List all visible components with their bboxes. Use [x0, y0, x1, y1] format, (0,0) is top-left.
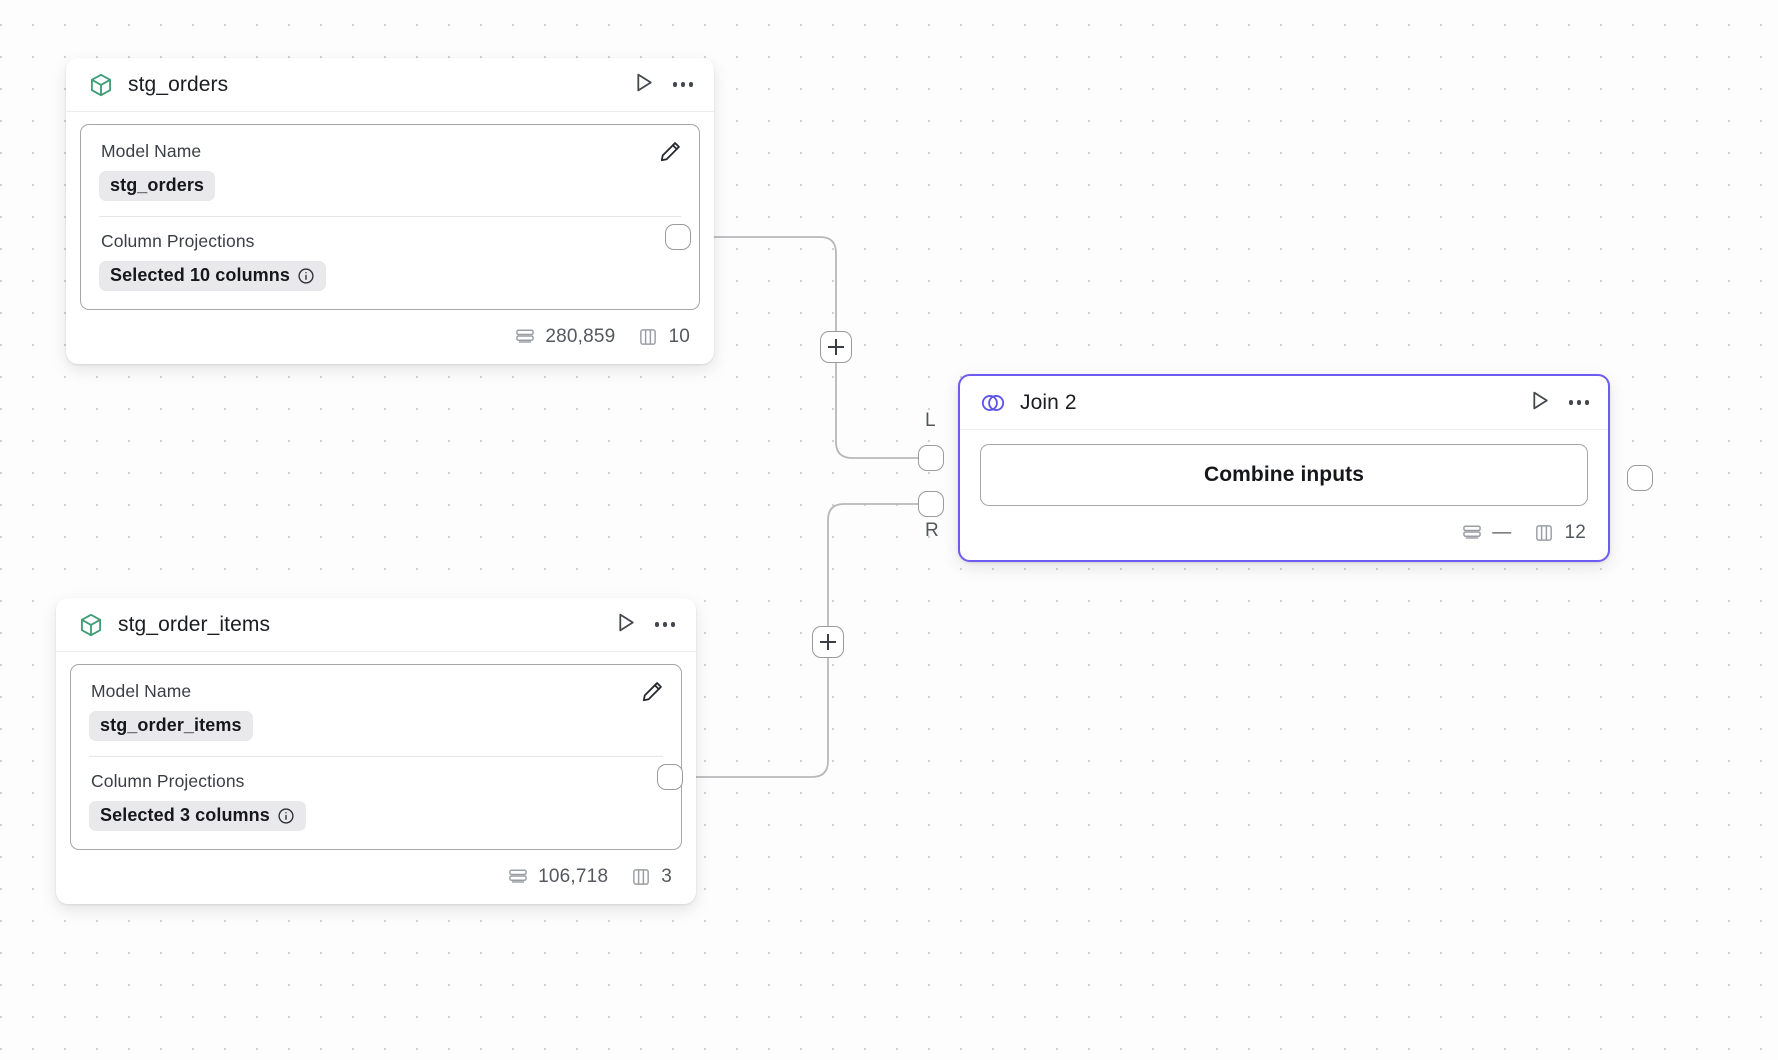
add-node-button-upper[interactable]: [820, 331, 852, 363]
node-header-actions: [1527, 388, 1591, 418]
model-name-label: Model Name: [101, 141, 202, 161]
output-port-stg-orders[interactable]: [665, 224, 691, 250]
column-count-value: 3: [661, 866, 672, 887]
rows-icon: [1461, 522, 1483, 544]
column-projections-text: Selected 3 columns: [100, 805, 270, 825]
model-name-value[interactable]: stg_order_items: [89, 711, 253, 741]
node-footer-stats: 280,859 10: [66, 310, 714, 364]
node-body: Model Name stg_orders Column Projections…: [66, 112, 714, 310]
model-name-text: stg_order_items: [100, 715, 242, 735]
columns-icon: [1533, 522, 1555, 544]
more-options-icon[interactable]: [654, 618, 677, 631]
add-node-button-lower[interactable]: [812, 626, 844, 658]
divider: [99, 216, 681, 217]
node-footer-stats: — 12: [960, 506, 1608, 560]
model-name-label: Model Name: [91, 681, 192, 701]
node-footer-stats: 106,718 3: [56, 850, 696, 904]
column-count-stat: 3: [630, 866, 672, 888]
column-projections-label: Column Projections: [91, 771, 245, 791]
info-icon[interactable]: [277, 807, 295, 825]
row-count-value: 280,859: [545, 326, 616, 347]
node-stg-orders[interactable]: stg_orders Mo: [66, 58, 714, 364]
column-count-stat: 10: [637, 326, 690, 348]
cube-icon: [88, 72, 114, 98]
output-port-stg-order-items[interactable]: [657, 764, 683, 790]
row-count-value: —: [1492, 522, 1512, 543]
node-stg-order-items[interactable]: stg_order_items: [56, 598, 696, 904]
run-icon[interactable]: [631, 70, 656, 100]
edit-pencil-icon[interactable]: [640, 679, 665, 704]
node-title: stg_order_items: [118, 612, 271, 636]
more-options-icon[interactable]: [1568, 396, 1591, 409]
model-name-value[interactable]: stg_orders: [99, 171, 216, 201]
node-header-actions: [613, 610, 677, 640]
node-join-2[interactable]: Join 2 Combine inputs: [958, 374, 1610, 562]
node-header: stg_orders: [66, 58, 714, 112]
join-venn-icon: [980, 390, 1006, 416]
rows-icon: [514, 326, 536, 348]
column-projections-label: Column Projections: [101, 231, 255, 251]
input-port-join-left[interactable]: [918, 445, 944, 471]
row-count-stat: 280,859: [514, 326, 615, 348]
node-title: stg_orders: [128, 72, 229, 96]
row-count-stat: —: [1461, 522, 1511, 544]
columns-icon: [637, 326, 659, 348]
row-count-value: 106,718: [538, 866, 609, 887]
combine-inputs-label: Combine inputs: [1203, 463, 1365, 486]
input-port-join-right[interactable]: [918, 491, 944, 517]
rows-icon: [507, 866, 529, 888]
output-port-join-2[interactable]: [1627, 465, 1653, 491]
cube-icon: [78, 612, 104, 638]
column-count-stat: 12: [1533, 522, 1586, 544]
divider: [89, 756, 663, 757]
model-config-panel: Model Name stg_orders Column Projections…: [80, 124, 700, 310]
column-projections-text: Selected 10 columns: [110, 265, 290, 285]
columns-icon: [630, 866, 652, 888]
column-projections-value[interactable]: Selected 10 columns: [99, 261, 326, 291]
node-header: Join 2: [960, 376, 1608, 430]
info-icon[interactable]: [297, 267, 315, 285]
node-title: Join 2: [1020, 390, 1077, 414]
row-count-stat: 106,718: [507, 866, 608, 888]
node-body: Model Name stg_order_items Column Projec…: [56, 652, 696, 850]
column-count-value: 12: [1564, 522, 1586, 543]
edit-pencil-icon[interactable]: [658, 139, 683, 164]
column-projections-value[interactable]: Selected 3 columns: [89, 801, 306, 831]
input-port-right-label: R: [925, 520, 939, 541]
model-name-text: stg_orders: [110, 175, 205, 195]
more-options-icon[interactable]: [672, 78, 695, 91]
node-header-actions: [631, 70, 695, 100]
node-header: stg_order_items: [56, 598, 696, 652]
column-count-value: 10: [668, 326, 690, 347]
model-config-panel: Model Name stg_order_items Column Projec…: [70, 664, 682, 850]
input-port-left-label: L: [925, 410, 936, 431]
combine-inputs-button[interactable]: Combine inputs: [980, 444, 1588, 506]
run-icon[interactable]: [1527, 388, 1552, 418]
run-icon[interactable]: [613, 610, 638, 640]
